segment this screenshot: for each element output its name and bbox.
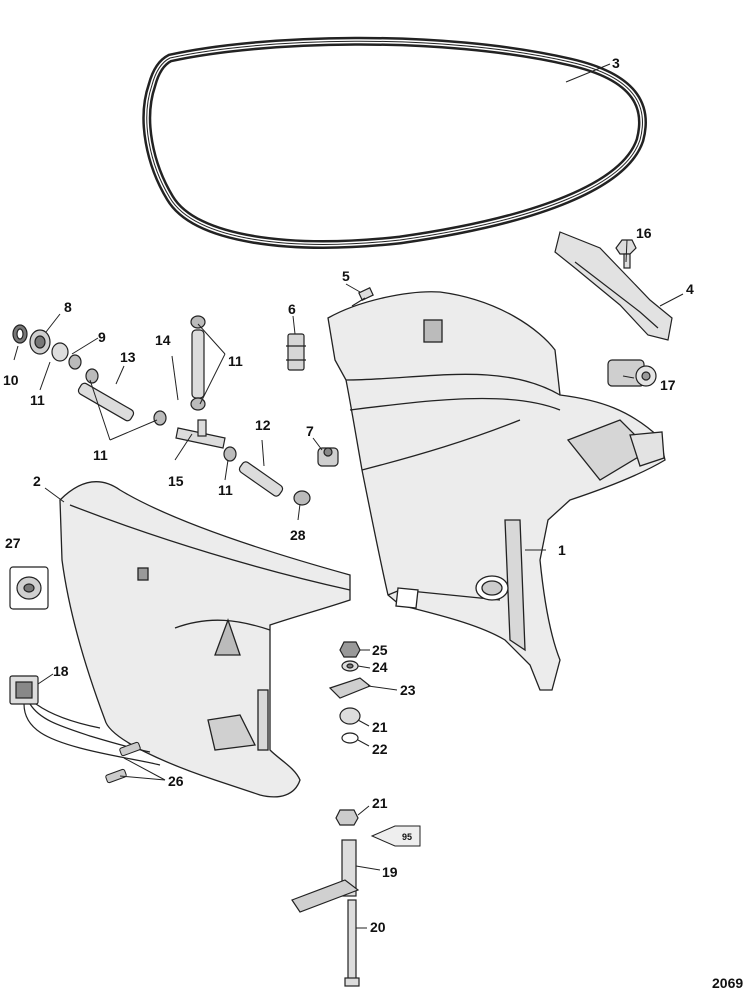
figure-number: 2069 xyxy=(712,975,743,991)
part-hoses xyxy=(77,315,311,506)
callout-6: 6 xyxy=(288,301,296,317)
callout-9: 9 xyxy=(98,329,106,345)
part-latch-bracket xyxy=(554,231,673,341)
part-bracket-6 xyxy=(286,333,306,371)
callout-14: 14 xyxy=(155,332,171,348)
callouts: 1 2 3 4 5 6 7 8 9 10 11 11 11 11 12 13 1… xyxy=(3,55,694,935)
callout-17: 17 xyxy=(660,377,676,393)
callout-5: 5 xyxy=(342,268,350,284)
part-plug-27 xyxy=(9,566,49,610)
callout-22: 22 xyxy=(372,741,388,757)
part-tube-95 xyxy=(370,825,421,847)
part-grommet-7 xyxy=(317,447,339,467)
callout-18: 18 xyxy=(53,663,69,679)
part-terminals-26 xyxy=(105,741,141,784)
callout-23: 23 xyxy=(400,682,416,698)
part-bolt-20 xyxy=(344,899,360,987)
callout-15: 15 xyxy=(168,473,184,489)
part-bracket-19 xyxy=(291,809,360,913)
callout-11-a: 11 xyxy=(30,392,45,408)
callout-28: 28 xyxy=(290,527,306,543)
callout-10: 10 xyxy=(3,372,19,388)
callout-7: 7 xyxy=(306,423,314,439)
callout-2: 2 xyxy=(33,473,41,489)
part-seal-ring xyxy=(142,36,647,249)
callout-11-d: 11 xyxy=(218,482,233,498)
callout-21-b: 21 xyxy=(372,795,388,811)
part-latch-17 xyxy=(607,359,657,387)
callout-11-b: 11 xyxy=(228,353,243,369)
callout-24: 24 xyxy=(372,659,388,675)
callout-13: 13 xyxy=(120,349,136,365)
tube-label: 95 xyxy=(402,832,412,842)
part-cap-8 xyxy=(29,329,51,355)
part-front-cowl xyxy=(59,481,351,798)
callout-11-c: 11 xyxy=(93,447,108,463)
part-screw-16 xyxy=(615,239,637,269)
part-switch-18 xyxy=(9,675,161,766)
callout-21-a: 21 xyxy=(372,719,388,735)
part-oring-10 xyxy=(12,324,28,344)
callout-25: 25 xyxy=(372,642,388,658)
part-hardware-21-25 xyxy=(328,641,372,744)
callout-16: 16 xyxy=(636,225,652,241)
callout-19: 19 xyxy=(382,864,398,880)
part-rear-cowl xyxy=(327,291,666,691)
callout-12: 12 xyxy=(255,417,271,433)
callout-1: 1 xyxy=(558,542,566,558)
callout-8: 8 xyxy=(64,299,72,315)
callout-27: 27 xyxy=(5,535,21,551)
callout-4: 4 xyxy=(686,281,694,297)
leader-lines xyxy=(13,63,684,929)
callout-20: 20 xyxy=(370,919,386,935)
part-bolt-5 xyxy=(351,287,374,307)
part-clamp-9 xyxy=(51,342,82,370)
callout-26: 26 xyxy=(168,773,184,789)
callout-3: 3 xyxy=(612,55,620,71)
